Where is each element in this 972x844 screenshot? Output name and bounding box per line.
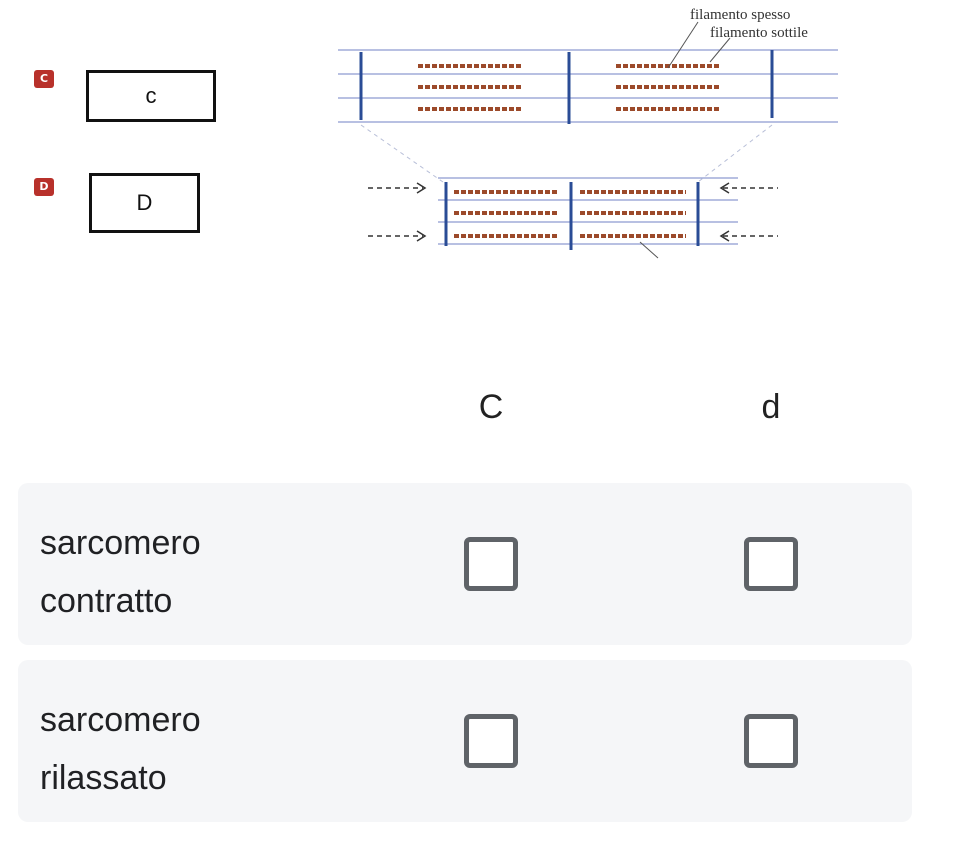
- contracted-sarcomere: [368, 177, 778, 259]
- checkbox-contratto-d[interactable]: [744, 537, 798, 591]
- checkbox-rilassato-d[interactable]: [744, 714, 798, 768]
- sarcomere-diagram: [338, 21, 838, 259]
- option-c-box: c: [86, 70, 216, 122]
- row-label-line: sarcomero: [40, 701, 201, 739]
- thin-filament-label: filamento sottile: [710, 25, 808, 41]
- table-row: sarcomero contratto: [18, 483, 912, 645]
- option-d-badge: D: [34, 178, 54, 196]
- checkbox-contratto-c[interactable]: [464, 537, 518, 591]
- row-label-line: contratto: [40, 581, 173, 620]
- row-label-line: sarcomero: [40, 524, 201, 562]
- thick-filament-label: filamento spesso: [690, 7, 791, 23]
- table-row: sarcomero rilassato: [18, 660, 912, 822]
- sarcomere-figure: C c D D filamento spesso filamento sotti…: [18, 0, 878, 262]
- row-label-line: rilassato: [40, 758, 167, 797]
- column-header-c: C: [478, 388, 504, 426]
- checkbox-rilassato-c[interactable]: [464, 714, 518, 768]
- row-label: sarcomero rilassato: [40, 692, 340, 808]
- row-label: sarcomero contratto: [40, 515, 340, 631]
- option-c-badge: C: [34, 70, 54, 88]
- relaxed-sarcomere: [338, 21, 838, 124]
- option-d-box: D: [89, 173, 200, 233]
- column-header-d: d: [761, 388, 781, 426]
